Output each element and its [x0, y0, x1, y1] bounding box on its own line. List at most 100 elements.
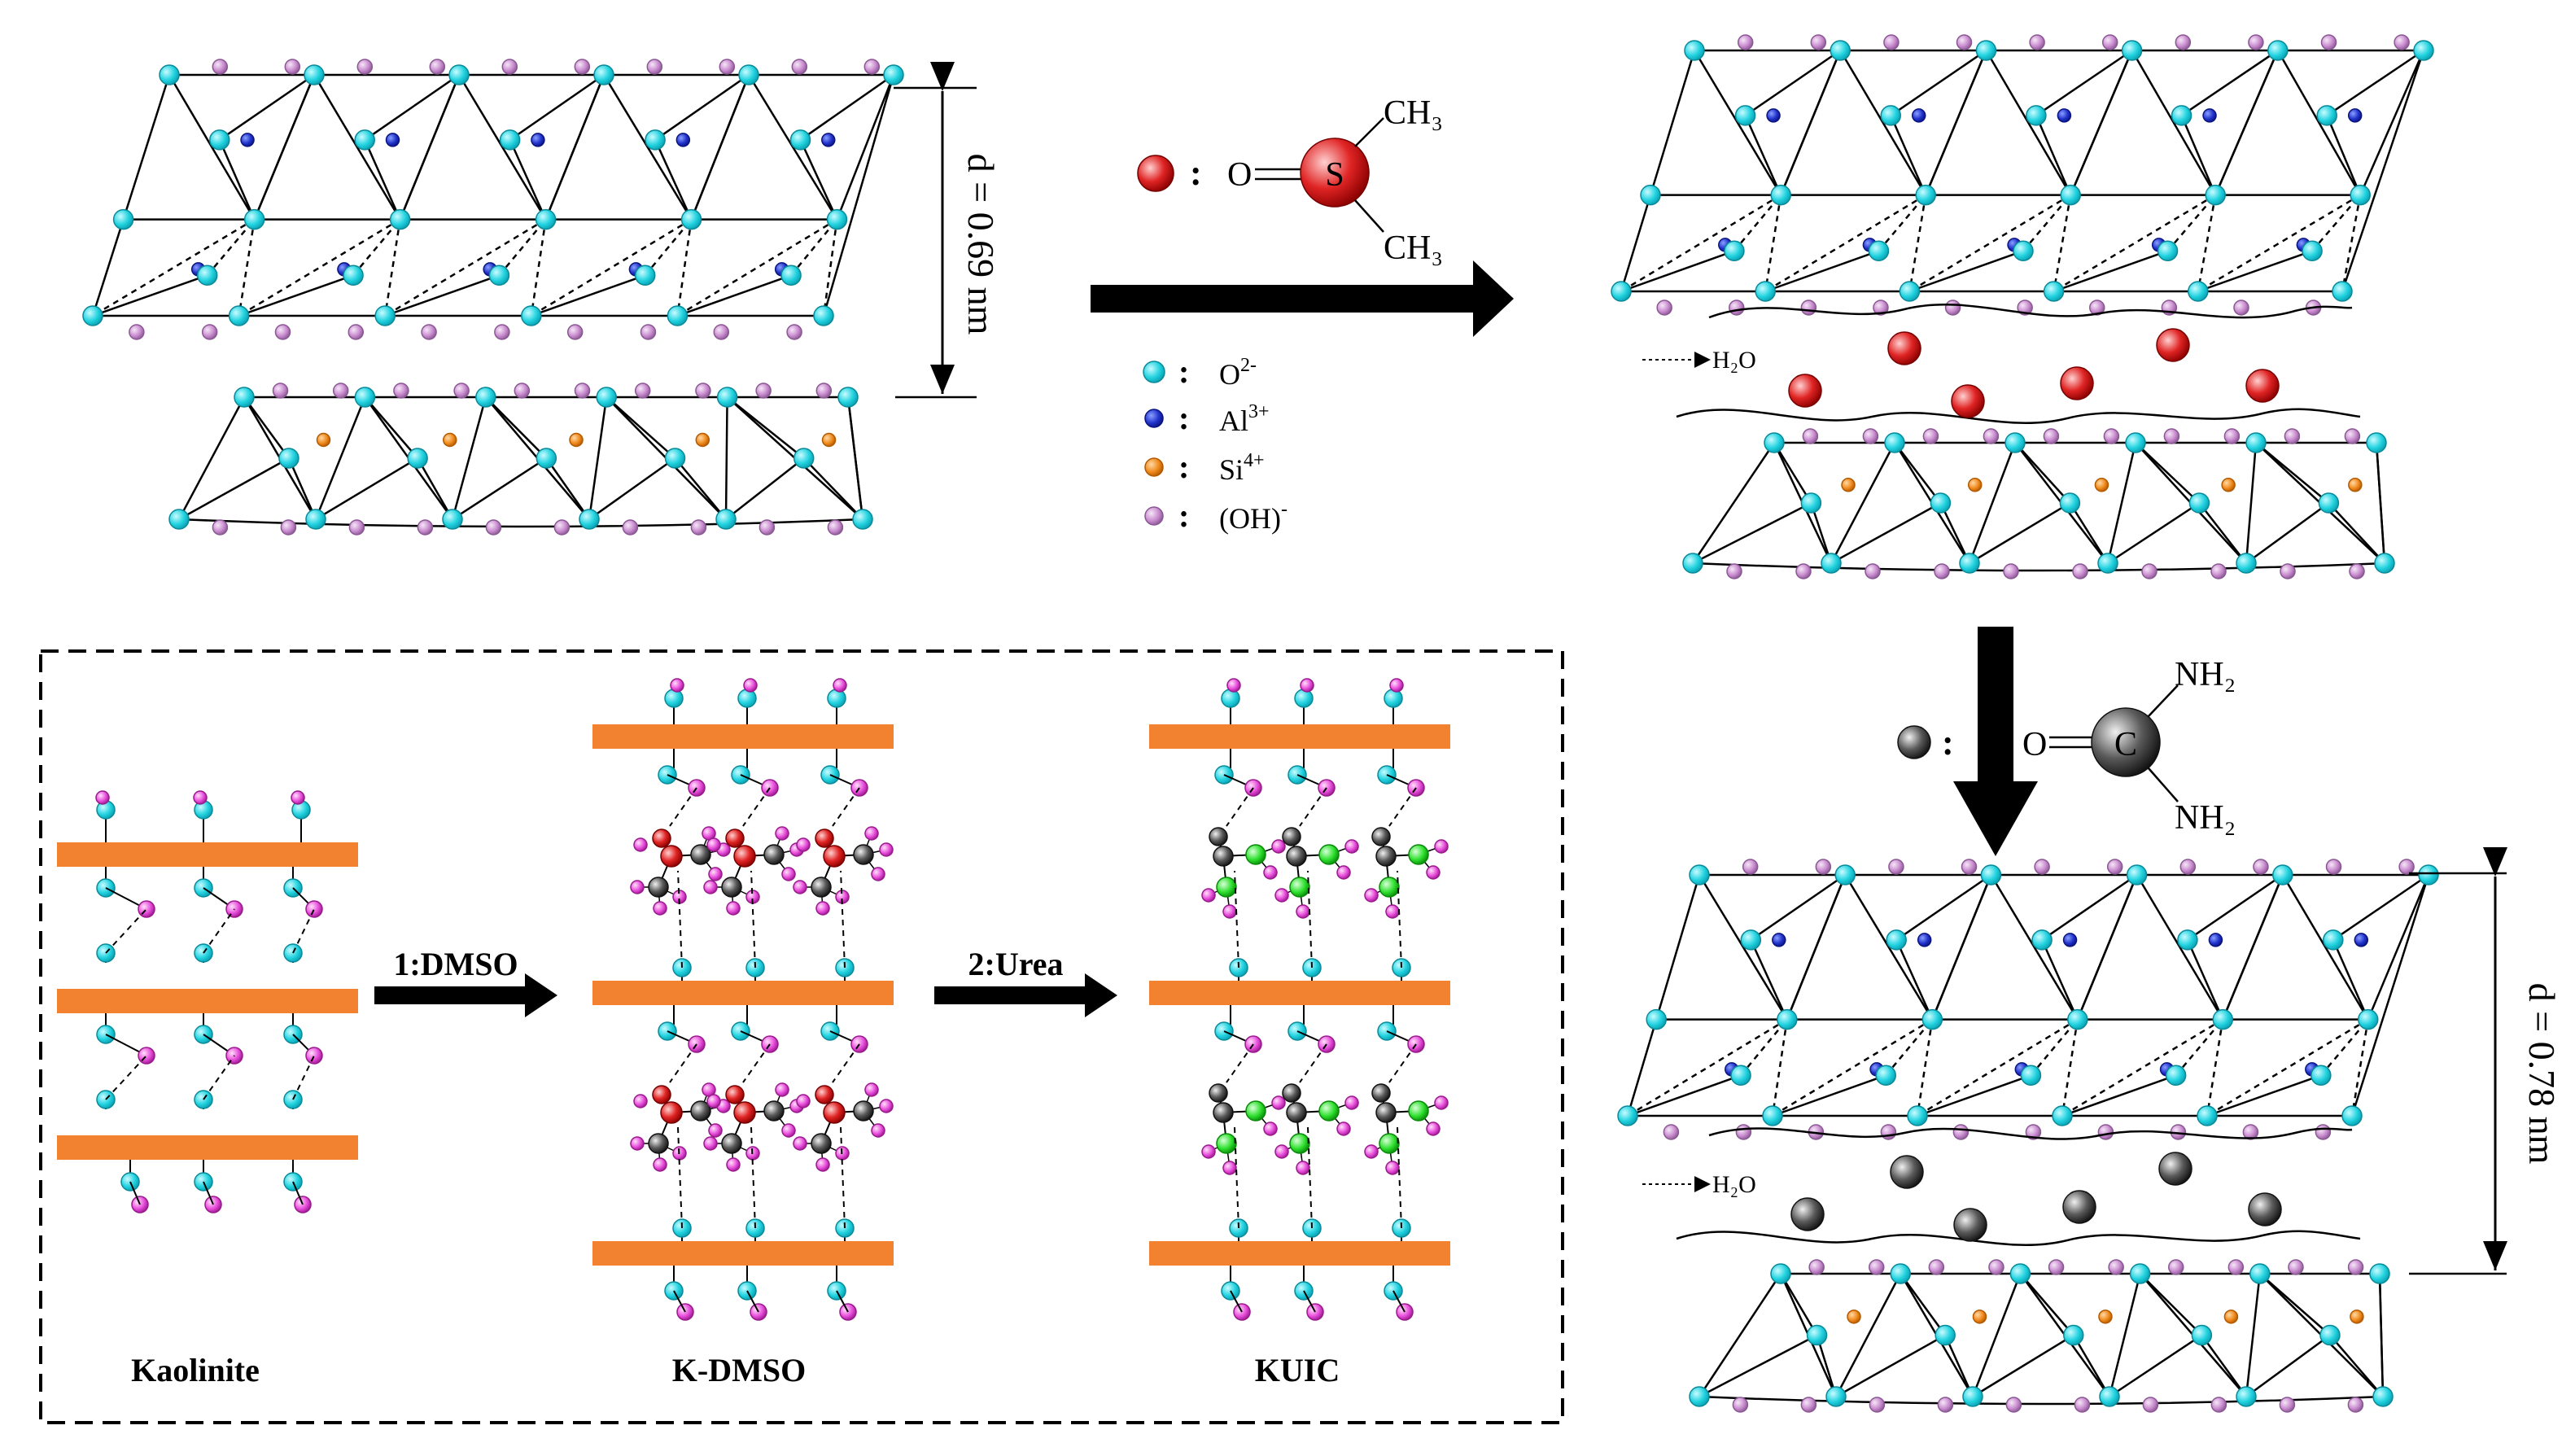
nitrogen-atom	[1216, 1133, 1237, 1154]
oxygen-atom	[1921, 1008, 1943, 1030]
hydrogen-atom	[1385, 904, 1400, 919]
hydrogen-atom	[1274, 1144, 1289, 1159]
hydrogen-atom	[706, 1094, 721, 1108]
hydrogen-atom	[305, 900, 323, 918]
hydroxyl-atom	[501, 59, 518, 75]
oxygen-atom	[827, 689, 846, 708]
hydroxyl-atom	[1869, 1397, 1886, 1413]
svg-text::: :	[1942, 723, 1954, 763]
oxygen-atom	[2063, 1324, 2084, 1346]
oxygen-atom	[2418, 864, 2439, 885]
hydroxyl-atom	[2168, 1259, 2184, 1275]
urea-amine-bottom: NH₂	[2175, 799, 2236, 837]
oxygen-atom	[852, 509, 873, 530]
aluminium-atom	[1917, 933, 1932, 947]
hydroxyl-atom	[574, 383, 591, 399]
kaolinite-structure-initial	[82, 59, 904, 536]
dmso-interlayer	[1676, 304, 2361, 424]
carbon-atom	[811, 1133, 832, 1154]
oxygen-atom	[209, 129, 230, 151]
oxygen-atom	[664, 448, 686, 469]
hydroxyl-atom	[622, 519, 639, 536]
aluminium-atom	[675, 133, 691, 147]
oxygen-atom	[2188, 492, 2210, 514]
aluminium-atom	[1772, 933, 1786, 947]
oxygen-atom	[168, 509, 190, 530]
silicon-atom	[2223, 1310, 2239, 1324]
nitrogen-atom	[1408, 1100, 1429, 1122]
hydroxyl-atom	[1795, 563, 1812, 579]
carbon-atom	[1213, 846, 1234, 867]
oxygen-atom	[1935, 1324, 1956, 1346]
hydrogen-atom	[1271, 839, 1286, 854]
hydroxyl-atom	[1869, 1259, 1885, 1275]
oxygen-atom	[596, 387, 617, 408]
hydroxyl-atom	[2210, 1397, 2227, 1413]
nitrogen-atom	[1289, 1133, 1310, 1154]
hydroxyl-atom	[759, 519, 776, 536]
hydroxyl-atom	[2074, 1397, 2091, 1413]
hydrogen-atom	[726, 1157, 741, 1172]
hydroxyl-atom	[1880, 1124, 1897, 1140]
silicon-atom	[695, 432, 710, 448]
urea-molecule-formula: : O C NH₂ NH₂	[1897, 656, 2236, 837]
oxygen-atom	[2245, 432, 2267, 453]
hydroxyl-atom	[640, 324, 657, 340]
hydrogen-atom	[879, 1099, 894, 1113]
hydrogen-atom	[815, 901, 830, 916]
oxygen-atom	[228, 305, 250, 326]
hydroxyl-atom	[690, 519, 707, 536]
carbon-atom	[1375, 1102, 1397, 1123]
aluminium-atom	[1766, 108, 1781, 123]
oxygen-atom	[1724, 240, 1745, 262]
oxygen-atom	[2272, 864, 2293, 885]
oxygen-atom	[1884, 432, 1905, 453]
hydroxyl-atom	[815, 383, 833, 399]
oxygen-atom	[738, 64, 759, 85]
oxygen-atom	[2020, 1065, 2042, 1087]
hydrogen-atom	[630, 880, 645, 894]
hydroxyl-atom	[1937, 1397, 1954, 1413]
legend-item-oxygen: : O2-	[1143, 353, 1257, 391]
hydrogen-atom	[1226, 678, 1241, 693]
hydroxyl-atom	[201, 324, 218, 340]
hydroxyl-atom	[1983, 428, 2000, 444]
oxygen-atom	[354, 129, 375, 151]
urea-carbon-label: C	[2114, 726, 2137, 763]
hydroxyl-atom	[1934, 563, 1950, 579]
oxygen-atom	[1762, 1105, 1783, 1126]
oxygen-atom	[2369, 1263, 2390, 1284]
hydroxyl-atom	[514, 383, 531, 399]
hydrogen-atom	[781, 1123, 796, 1138]
hydrogen-atom	[1336, 1122, 1351, 1136]
carbon-atom	[1286, 846, 1307, 867]
aluminium-atom	[385, 133, 400, 147]
oxygen-atom	[2125, 432, 2146, 453]
urea-amine-top: NH₂	[2175, 656, 2236, 693]
hydroxyl-atom	[1961, 859, 1978, 875]
d-spacing-final-label: d = 0.78 nm	[2521, 983, 2563, 1165]
stage-kaolinite-label: Kaolinite	[131, 1352, 260, 1388]
carbon-atom	[721, 1133, 742, 1154]
hydroxyl-atom	[2320, 34, 2337, 50]
oxygen-atom	[1730, 1065, 1751, 1087]
hydrogen-atom	[291, 790, 305, 805]
oxygen-atom	[1821, 553, 1842, 574]
hydroxyl-atom	[1810, 34, 1827, 50]
urea-oxygen-label: O	[2022, 726, 2047, 763]
hydroxyl-atom	[1862, 428, 1879, 444]
carbon-atom	[648, 1133, 669, 1154]
carbon-atom	[853, 1100, 874, 1122]
kaolinite-urea-structure	[1617, 859, 2439, 1413]
layer-sheet	[57, 842, 358, 867]
scheme-box	[39, 649, 1564, 1424]
oxygen-atom	[536, 448, 557, 469]
hydroxyl-atom	[1865, 563, 1881, 579]
hydroxyl-atom	[1802, 428, 1819, 444]
oxygen-atom	[2311, 1065, 2332, 1087]
hydroxyl-atom	[2347, 1397, 2364, 1413]
hydroxyl-atom	[2034, 859, 2050, 875]
oxygen-atom	[826, 208, 848, 230]
svg-text:O2-: O2-	[1219, 355, 1257, 391]
layer-sheet	[1149, 1241, 1450, 1266]
